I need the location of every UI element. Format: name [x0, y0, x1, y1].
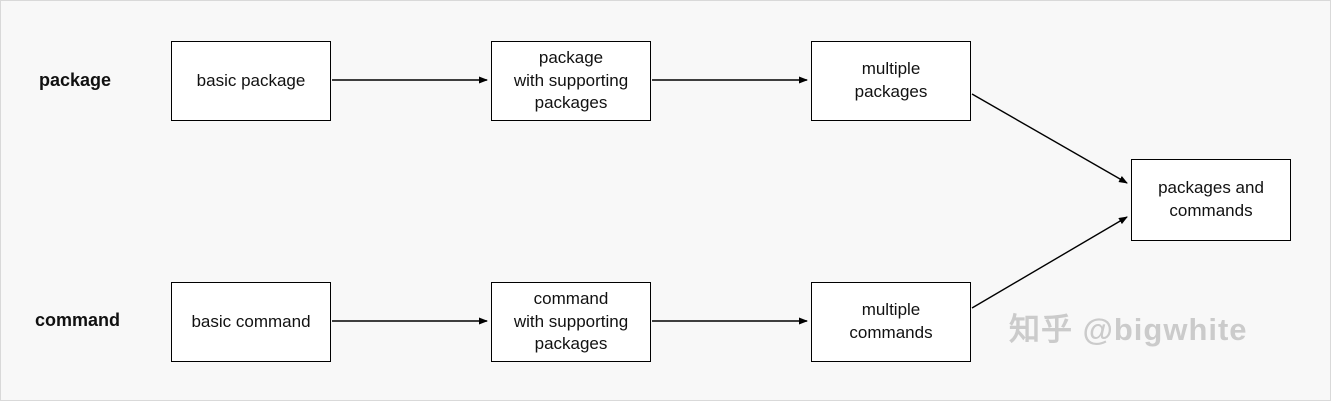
node-multiple-commands: multiple commands — [811, 282, 971, 362]
node-multiple-packages: multiple packages — [811, 41, 971, 121]
row-label-package: package — [39, 70, 112, 90]
row-label-command: command — [35, 310, 121, 330]
node-command-with-supporting-packages: command with supporting packages — [491, 282, 651, 362]
node-basic-command: basic command — [171, 282, 331, 362]
arrow-multiple-packages-to-merge — [971, 93, 1128, 184]
node-basic-package: basic package — [171, 41, 331, 121]
watermark: 知乎 @bigwhite — [1009, 312, 1248, 347]
node-package-with-supporting-packages: package with supporting packages — [491, 41, 651, 121]
node-packages-and-commands: packages and commands — [1131, 159, 1291, 241]
arrow-multiple-commands-to-merge — [971, 216, 1128, 309]
